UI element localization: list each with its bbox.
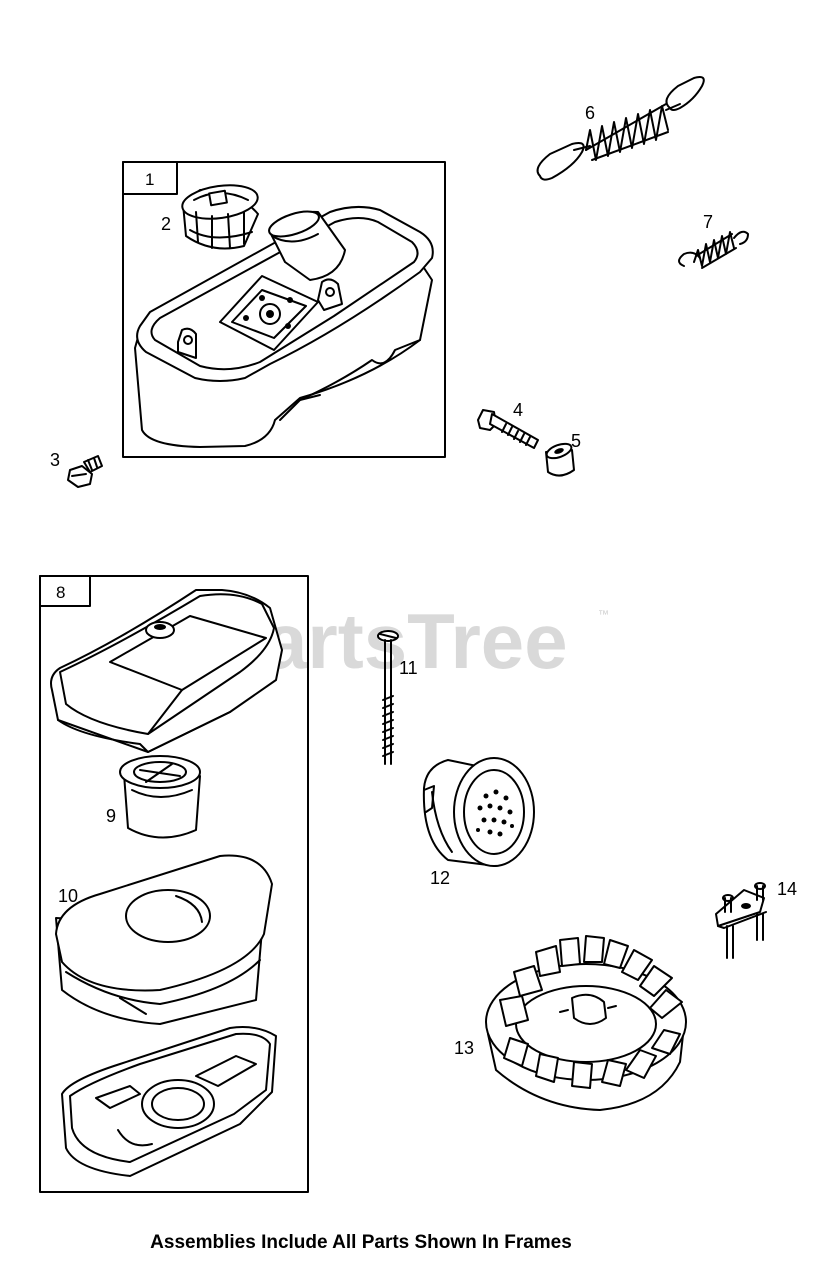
frame-1-assembly: 1 — [122, 161, 446, 458]
spring-icon — [536, 76, 705, 181]
frame-1-label-box — [122, 161, 178, 195]
air-cleaner-cover-icon — [50, 589, 283, 753]
fuel-tank-icon — [134, 206, 434, 448]
part-3-label: 3 — [50, 450, 60, 470]
pre-cleaner-icon — [55, 854, 273, 1025]
bolt-icon — [477, 409, 539, 449]
air-cleaner-base-icon — [61, 1026, 277, 1177]
caption: Assemblies Include All Parts Shown In Fr… — [150, 1232, 572, 1253]
frame-8-border — [39, 575, 309, 1193]
muffler-icon — [422, 757, 535, 867]
part-2-label: 2 — [161, 214, 171, 234]
fuel-cap-icon — [181, 184, 259, 250]
frame-8-label: 8 — [56, 583, 65, 602]
part-5-label: 5 — [571, 431, 581, 451]
part-6-label: 6 — [585, 103, 595, 123]
air-filter-cartridge-icon — [119, 755, 201, 839]
part-9-label: 9 — [106, 806, 116, 826]
part-14-label: 14 — [777, 879, 797, 899]
part-10-label: 10 — [58, 886, 78, 906]
frame-8-assembly: 8 9 10 — [39, 575, 309, 1193]
part-12-label: 12 — [430, 868, 450, 888]
spring-icon — [678, 230, 749, 269]
spacer-icon — [545, 442, 575, 477]
part-7-label: 7 — [703, 212, 713, 232]
part-4-label: 4 — [513, 400, 523, 420]
flywheel-icon — [485, 935, 687, 1111]
frame-8-label-box — [39, 575, 91, 607]
terminal-bracket-icon — [715, 882, 767, 959]
part-13-label: 13 — [454, 1038, 474, 1058]
bolt-icon — [67, 455, 103, 488]
screw-icon — [377, 630, 399, 765]
frame-1-border — [122, 161, 446, 458]
part-11-label: 11 — [399, 658, 418, 678]
frame-1-label: 1 — [145, 170, 154, 189]
watermark-trademark: ™ — [598, 609, 609, 621]
